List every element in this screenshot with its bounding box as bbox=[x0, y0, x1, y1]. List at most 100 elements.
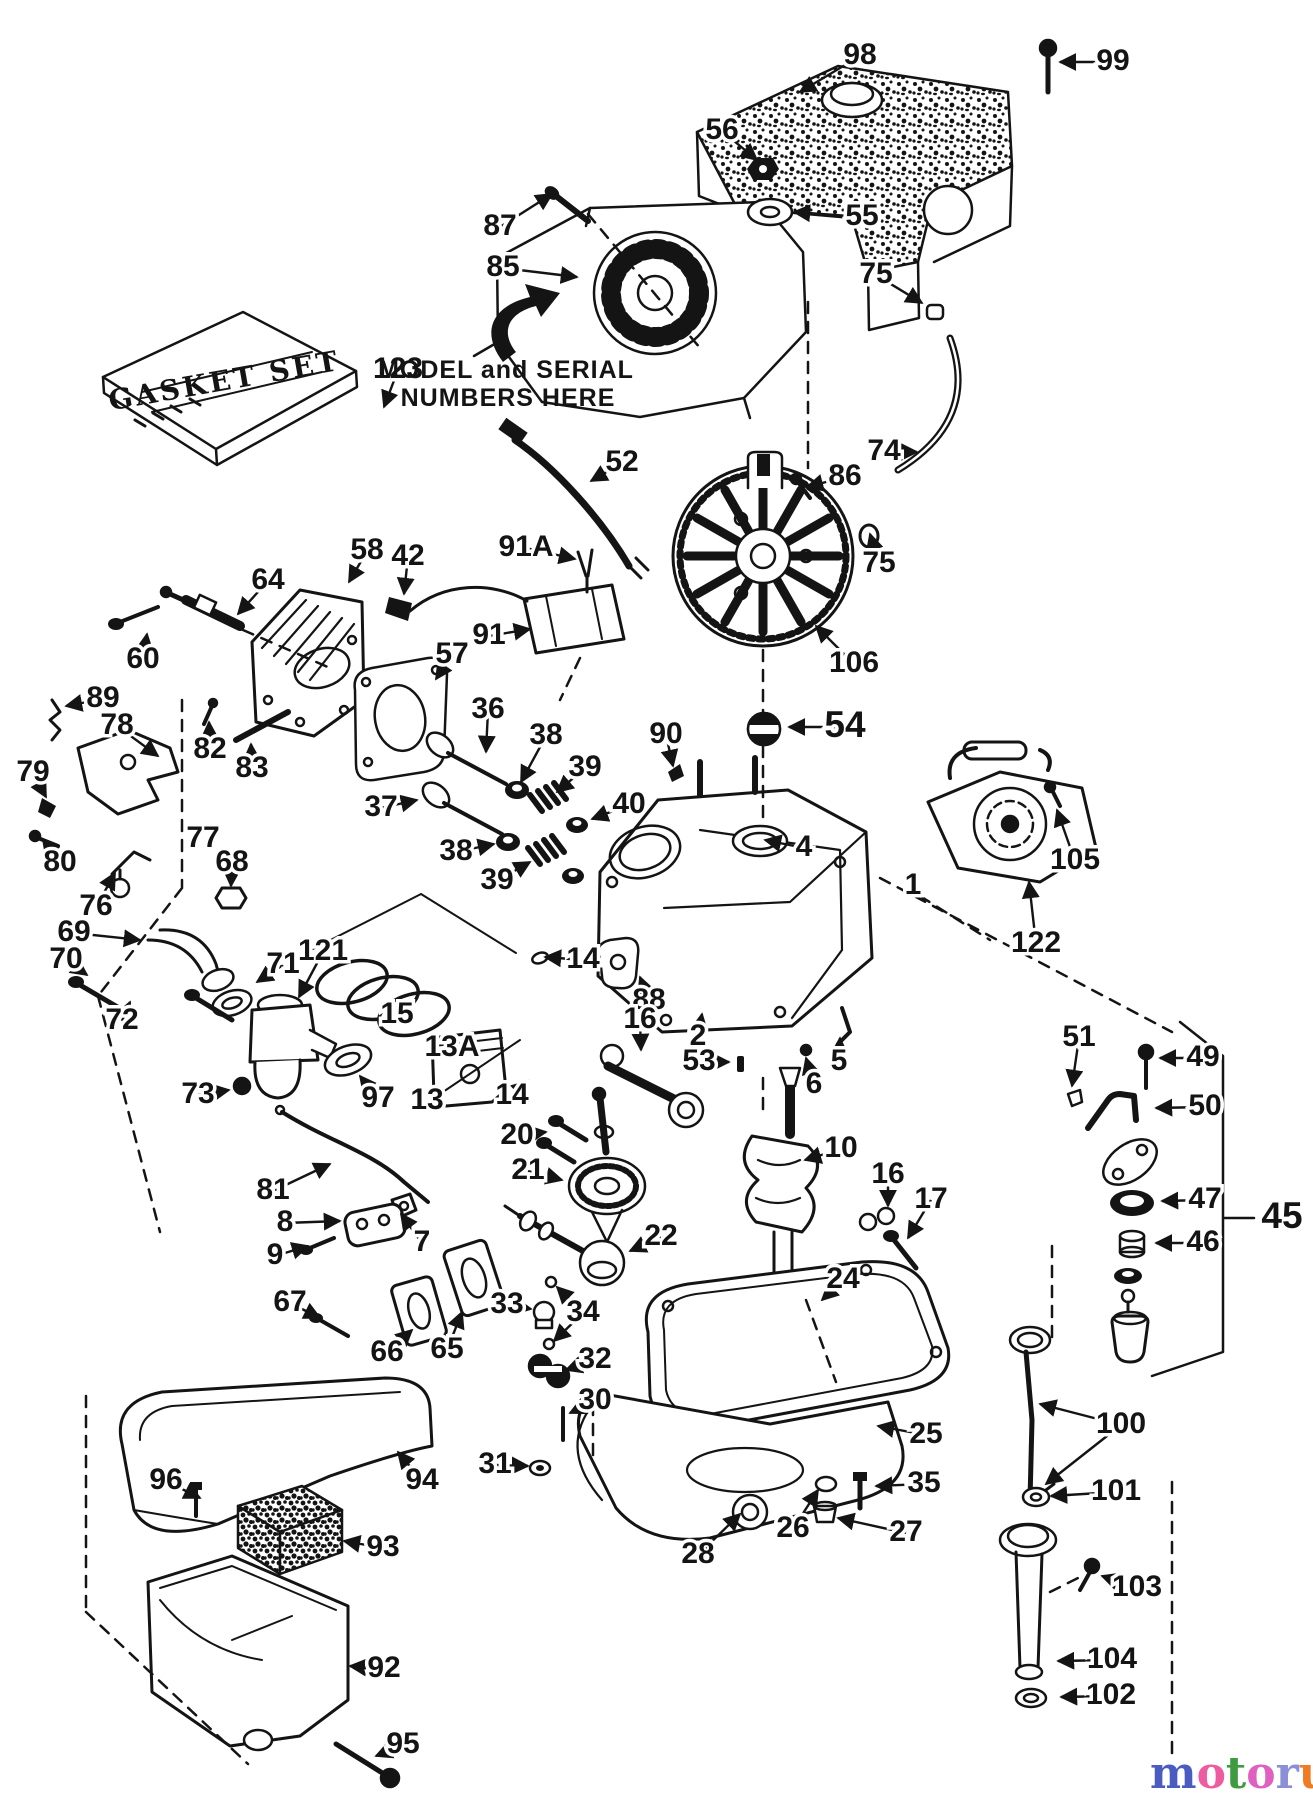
part-label-96: 96 bbox=[149, 1463, 182, 1496]
oil-slinger-22 bbox=[503, 1204, 626, 1287]
part-label-83: 83 bbox=[235, 751, 268, 784]
part-label-26: 26 bbox=[776, 1511, 809, 1544]
part-label-80: 80 bbox=[43, 845, 76, 878]
part-label-40: 40 bbox=[612, 787, 645, 820]
part-label-39: 39 bbox=[568, 750, 601, 783]
part-label-16: 16 bbox=[623, 1002, 656, 1035]
part-label-81: 81 bbox=[256, 1173, 289, 1206]
part-label-24: 24 bbox=[826, 1262, 860, 1295]
camshaft-21 bbox=[567, 1086, 647, 1244]
part-label-100: 100 bbox=[1096, 1407, 1146, 1440]
part-label-75: 75 bbox=[859, 257, 892, 290]
part-label-71: 71 bbox=[266, 947, 299, 980]
leader-lines bbox=[30, 53, 1206, 1759]
part-label-38: 38 bbox=[439, 834, 472, 867]
intake-plates-65-66 bbox=[309, 1238, 506, 1347]
part-label-2: 2 bbox=[690, 1019, 707, 1052]
air-cleaner-group bbox=[118, 1376, 434, 1789]
part-label-73: 73 bbox=[181, 1077, 214, 1110]
engine-shroud-98 bbox=[695, 64, 1014, 332]
part-label-68: 68 bbox=[215, 845, 248, 878]
part-label-91A: 91A bbox=[498, 530, 553, 563]
kill-wire-52 bbox=[498, 417, 650, 580]
part-label-93: 93 bbox=[366, 1530, 399, 1563]
part-label-53: 53 bbox=[682, 1044, 715, 1077]
part-label-14: 14 bbox=[566, 942, 600, 975]
part-label-52: 52 bbox=[605, 445, 638, 478]
part-label-46: 46 bbox=[1186, 1225, 1219, 1258]
part-label-95: 95 bbox=[386, 1727, 419, 1760]
part-label-106: 106 bbox=[829, 646, 879, 679]
part-label-74: 74 bbox=[867, 434, 901, 467]
part-label-45: 45 bbox=[1261, 1195, 1302, 1236]
part-label-25: 25 bbox=[909, 1417, 942, 1450]
part-label-14: 14 bbox=[495, 1078, 529, 1111]
part-label-22: 22 bbox=[644, 1219, 677, 1252]
part-label-35: 35 bbox=[907, 1466, 940, 1499]
part-label-6: 6 bbox=[806, 1067, 823, 1100]
part-label-49: 49 bbox=[1186, 1040, 1219, 1073]
part-label-27: 27 bbox=[889, 1515, 922, 1548]
part-label-55: 55 bbox=[845, 199, 878, 232]
part-label-85: 85 bbox=[486, 250, 519, 283]
part-label-102: 102 bbox=[1086, 1678, 1136, 1711]
part-label-50: 50 bbox=[1188, 1089, 1221, 1122]
part-label-76: 76 bbox=[79, 889, 112, 922]
part-label-31: 31 bbox=[478, 1447, 511, 1480]
part-label-65: 65 bbox=[430, 1332, 463, 1365]
part-label-58: 58 bbox=[350, 533, 383, 566]
part-label-33: 33 bbox=[490, 1287, 523, 1320]
part-label-72: 72 bbox=[105, 1003, 138, 1036]
part-label-51: 51 bbox=[1062, 1020, 1095, 1053]
part-label-34: 34 bbox=[566, 1295, 600, 1328]
part-label-97: 97 bbox=[361, 1081, 394, 1114]
part-label-98: 98 bbox=[843, 38, 876, 71]
sump-group bbox=[576, 1260, 951, 1541]
part-label-10: 10 bbox=[824, 1131, 857, 1164]
part-label-17: 17 bbox=[914, 1182, 947, 1215]
part-label-64: 64 bbox=[251, 563, 285, 596]
part-label-7: 7 bbox=[414, 1225, 431, 1258]
part-label-13A: 13A bbox=[424, 1030, 479, 1063]
motoruf-watermark: motoruf.de bbox=[1150, 1748, 1313, 1799]
part-label-4: 4 bbox=[796, 830, 813, 863]
part-label-122: 122 bbox=[1011, 926, 1061, 959]
ignition-coil-91 bbox=[385, 548, 626, 655]
head-gasket-57 bbox=[353, 656, 449, 782]
dipstick-group bbox=[998, 1325, 1101, 1709]
model-serial-note-line2: NUMBERS HERE bbox=[401, 384, 616, 412]
carburetor-group bbox=[68, 928, 919, 1271]
part-label-78: 78 bbox=[100, 708, 133, 741]
part-label-79: 79 bbox=[16, 755, 49, 788]
part-label-21: 21 bbox=[511, 1153, 544, 1186]
part-label-54: 54 bbox=[824, 704, 866, 745]
part-label-86: 86 bbox=[828, 459, 861, 492]
part-label-104: 104 bbox=[1087, 1642, 1137, 1675]
part-label-94: 94 bbox=[405, 1463, 439, 1496]
part-label-89: 89 bbox=[86, 681, 119, 714]
part-label-36: 36 bbox=[471, 692, 504, 725]
part-label-67: 67 bbox=[273, 1285, 306, 1318]
recoil-starter-122 bbox=[926, 740, 1098, 884]
part-label-15: 15 bbox=[380, 997, 413, 1030]
part-label-56: 56 bbox=[705, 113, 738, 146]
part-label-1: 1 bbox=[905, 868, 922, 901]
piston-rings-rod-group bbox=[302, 893, 705, 1129]
part-label-16: 16 bbox=[871, 1157, 904, 1190]
part-label-99: 99 bbox=[1096, 44, 1129, 77]
oil-drain-group-45 bbox=[1066, 1020, 1256, 1378]
model-serial-arrow bbox=[491, 284, 560, 362]
part-label-57: 57 bbox=[435, 637, 468, 670]
governor-spool-parts bbox=[527, 1275, 571, 1477]
part-label-39: 39 bbox=[480, 863, 513, 896]
part-label-87: 87 bbox=[483, 209, 516, 242]
exhaust-and-linkage bbox=[274, 1104, 430, 1255]
part-label-121: 121 bbox=[298, 934, 348, 967]
part-label-101: 101 bbox=[1091, 1474, 1141, 1507]
part-label-88: 88 bbox=[632, 983, 665, 1016]
part-label-38: 38 bbox=[529, 718, 562, 751]
part-label-42: 42 bbox=[391, 539, 424, 572]
